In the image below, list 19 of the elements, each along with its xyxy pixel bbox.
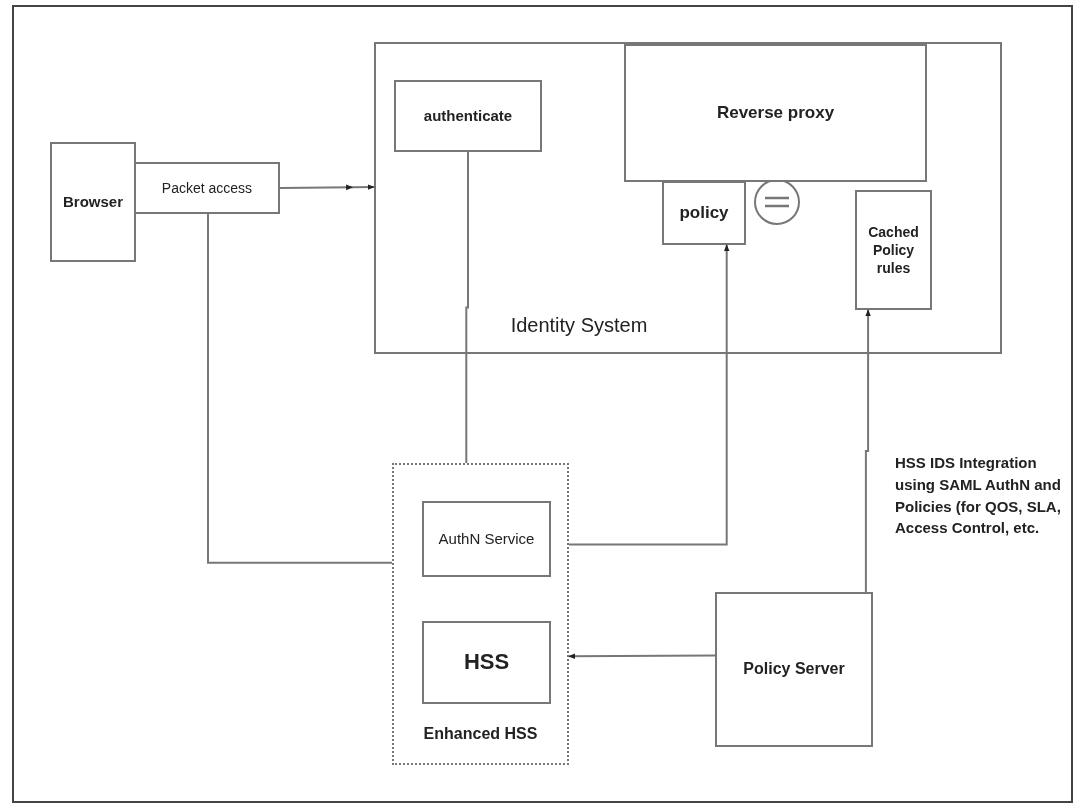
process-box: Browser: [50, 142, 136, 262]
arrow: [568, 653, 716, 660]
process-box: policy: [662, 181, 746, 245]
process-box: Packet access: [134, 162, 280, 214]
arrow: [864, 309, 871, 593]
system-boundary: [374, 42, 1002, 354]
group-title: Identity System: [509, 313, 649, 338]
connector-line: [465, 151, 469, 464]
process-box: Policy Server: [715, 592, 873, 747]
connector-line: [207, 213, 393, 564]
group-box: [392, 463, 569, 765]
process-box: Reverse proxy: [624, 44, 927, 182]
group-title: Enhanced HSS: [422, 724, 539, 745]
arrow: [279, 184, 375, 191]
arrow: [568, 244, 730, 546]
process-box: AuthN Service: [422, 501, 551, 577]
process-box: authenticate: [394, 80, 542, 152]
process-box: HSS: [422, 621, 551, 704]
process-box: Cached Policy rules: [855, 190, 932, 310]
